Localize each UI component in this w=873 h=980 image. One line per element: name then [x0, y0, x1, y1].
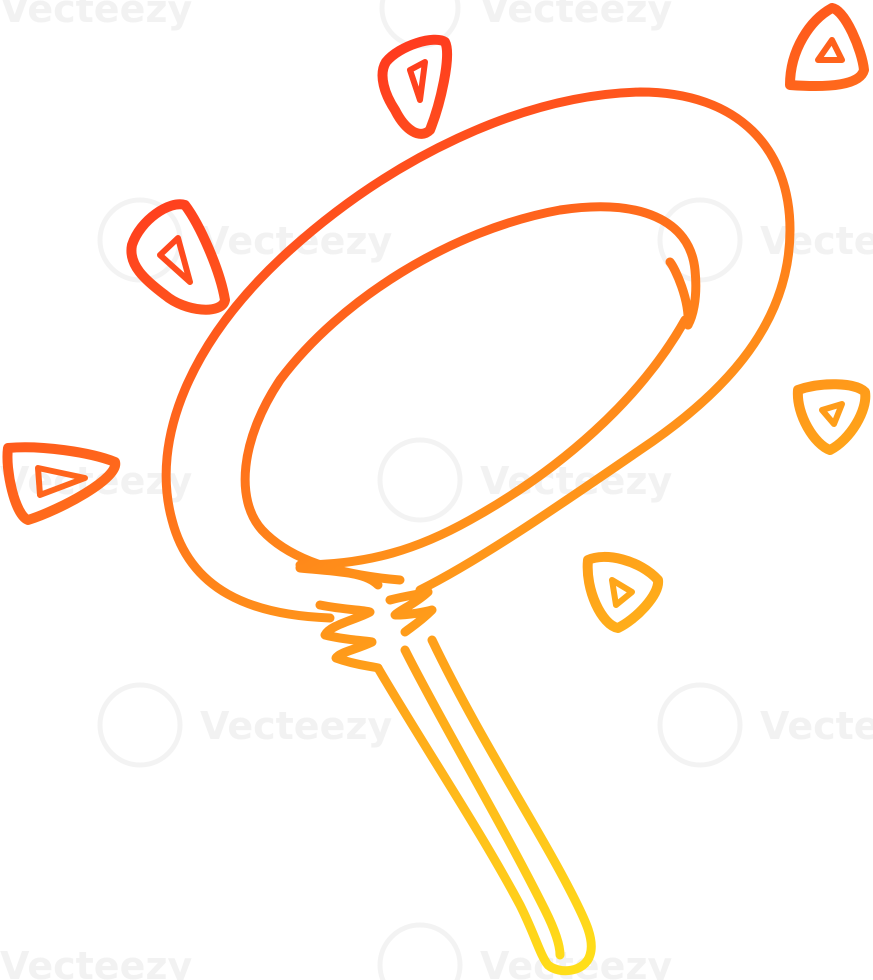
accent-mark-left-lower [2, 442, 121, 525]
accent-mark-center-right [582, 552, 663, 633]
paddle-handle-inner [400, 645, 565, 960]
watermark-logo-icon [377, 922, 463, 980]
accent-mark-top-center [377, 34, 453, 139]
accent-mark-right-middle [792, 379, 871, 455]
accent-mark-right-middle-inner [819, 401, 845, 427]
watermark-logo-icon [377, 437, 463, 523]
watermark-text: Vecteezy [0, 944, 192, 980]
paddle-handle [373, 635, 596, 976]
paddle-inner-rim [240, 202, 701, 585]
paddle-neck-left [315, 600, 383, 673]
watermark-text: Vecteezy [480, 0, 672, 31]
accent-mark-top-center-inner [407, 59, 428, 103]
watermark-mark: Vecteezy [377, 922, 672, 980]
watermark-mark: Vecteezy [0, 944, 192, 980]
watermark-logo-icon [657, 682, 743, 768]
paddle-neck-curve [295, 563, 383, 590]
watermark-mark: Vecteezy [0, 0, 192, 31]
accent-mark-center-right-inner [609, 577, 635, 608]
watermark-mark: Vecteezy [657, 682, 873, 768]
paddle-inner-rim-lower [295, 315, 690, 570]
watermark-mark: Vecteezy [379, 0, 672, 49]
watermark-text: Vecteezy [480, 944, 672, 980]
paddle-outer-rim [161, 87, 795, 623]
accent-mark-left-upper-inner [157, 235, 193, 285]
watermark-text: Vecteezy [0, 0, 192, 31]
watermark-text: Vecteezy [760, 219, 873, 263]
accent-mark-top-right [785, 3, 869, 92]
ping-pong-paddle [161, 87, 795, 976]
watermark-text: Vecteezy [760, 704, 873, 748]
motion-accents [2, 3, 871, 633]
accent-mark-left-lower-inner [35, 465, 88, 498]
watermark-mark: Vecteezy [97, 682, 392, 768]
accent-mark-left-upper [126, 199, 230, 315]
paddle-neck-right [385, 587, 437, 637]
accent-mark-top-right-inner [815, 37, 845, 63]
watermark-text: Vecteezy [200, 704, 392, 748]
watermark-logo-icon [97, 682, 183, 768]
